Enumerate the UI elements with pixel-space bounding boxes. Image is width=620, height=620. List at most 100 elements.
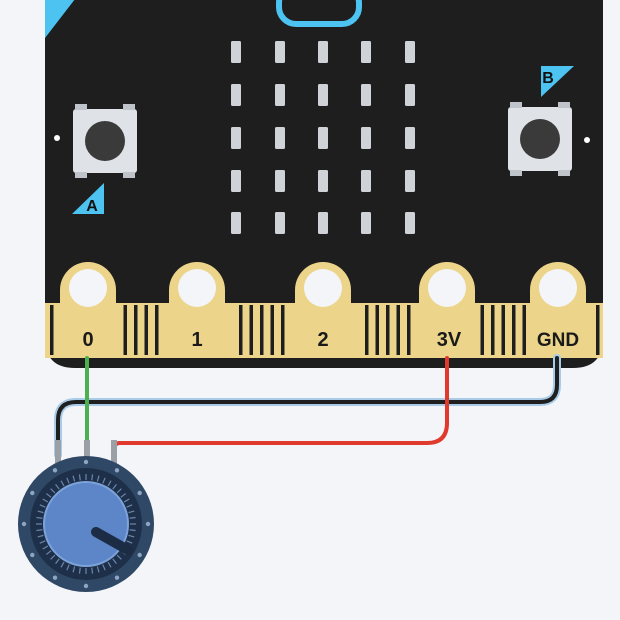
button-a-leg — [123, 172, 135, 178]
led — [275, 84, 285, 106]
potentiometer-tick — [126, 504, 133, 508]
potentiometer-tick — [129, 529, 136, 532]
potentiometer-tick — [50, 554, 56, 560]
potentiometer-tick — [120, 493, 127, 498]
pin-3v[interactable]: 3V — [419, 262, 475, 358]
edge-hole — [584, 137, 590, 143]
edge-finger-gap — [501, 305, 505, 355]
potentiometer-tick — [116, 488, 122, 494]
button-b[interactable] — [508, 102, 572, 176]
potentiometer-notches — [21, 459, 151, 589]
edge-hole — [54, 135, 60, 141]
button-a[interactable] — [73, 104, 137, 178]
potentiometer-tick — [60, 480, 65, 487]
logo-touch-icon[interactable] — [276, 0, 362, 27]
led — [318, 212, 328, 234]
edge-finger-gap — [144, 305, 148, 355]
potentiometer-tick — [60, 561, 65, 568]
potentiometer-tick — [96, 566, 100, 573]
led — [275, 212, 285, 234]
ground-wire-outline — [54, 354, 561, 459]
led — [361, 41, 371, 63]
potentiometer-notch — [30, 490, 35, 496]
potentiometer-tick — [66, 477, 70, 484]
led — [231, 127, 241, 149]
ground-wire[interactable] — [56, 356, 559, 457]
led — [275, 127, 285, 149]
potentiometer-tick — [66, 564, 70, 571]
potentiometer-tick — [42, 545, 49, 550]
potentiometer-wiper — [84, 440, 90, 466]
led — [231, 41, 241, 63]
pin-1-label: 1 — [191, 329, 202, 351]
led — [231, 84, 241, 106]
edge-finger-gap — [396, 305, 400, 355]
edge-finger-gap — [123, 305, 127, 355]
potentiometer-tick — [50, 488, 56, 494]
button-b-leg — [558, 102, 570, 108]
potentiometer-notch — [137, 552, 142, 558]
potentiometer-tick — [78, 474, 81, 481]
led — [231, 212, 241, 234]
potentiometer-tick — [42, 498, 49, 503]
edge-finger-gap — [480, 305, 484, 355]
edge-finger-gap — [365, 305, 369, 355]
potentiometer-tick — [91, 474, 94, 481]
button-a-leg — [123, 104, 135, 110]
pin-0[interactable]: 0 — [60, 262, 116, 358]
potentiometer-tick — [37, 510, 44, 514]
led — [361, 170, 371, 192]
pin-gnd-hole — [539, 269, 577, 307]
pin-3v-hole — [428, 269, 466, 307]
potentiometer-tick — [96, 475, 100, 482]
potentiometer-tick — [45, 493, 52, 498]
potentiometer-knob-highlight — [43, 481, 129, 567]
pin-0-hole — [69, 269, 107, 307]
potentiometer-tick — [36, 516, 43, 519]
corner-accent — [45, 0, 75, 38]
potentiometer-pointer — [91, 527, 133, 555]
led — [361, 212, 371, 234]
led — [318, 41, 328, 63]
power-wire[interactable] — [112, 356, 449, 457]
potentiometer-tick — [45, 550, 52, 555]
led — [275, 170, 285, 192]
button-a-leg — [75, 172, 87, 178]
potentiometer-knob[interactable] — [44, 482, 128, 566]
wires — [54, 354, 561, 466]
potentiometer-notch — [30, 552, 35, 558]
led — [361, 84, 371, 106]
potentiometer-tick — [37, 534, 44, 538]
potentiometer-tick — [112, 483, 117, 490]
potentiometer-tick — [107, 480, 112, 487]
microbit-board[interactable]: A B 0 1 — [45, 0, 603, 368]
potentiometer-notch — [83, 459, 89, 465]
led — [405, 127, 415, 149]
potentiometer-icon[interactable] — [18, 456, 154, 592]
potentiometer-tick — [123, 498, 130, 503]
potentiometer-tick — [39, 504, 46, 508]
potentiometer-tick — [91, 567, 94, 574]
pin-1-hole — [178, 269, 216, 307]
button-b-cap — [520, 119, 560, 159]
button-a-cap — [85, 121, 125, 161]
pin-gnd[interactable]: GND — [530, 262, 586, 358]
button-b-leg — [558, 170, 570, 176]
potentiometer-notch — [52, 468, 58, 473]
pin-1[interactable]: 1 — [169, 262, 225, 358]
pin-2-label: 2 — [317, 329, 328, 351]
potentiometer-tick — [112, 558, 117, 565]
led — [318, 84, 328, 106]
potentiometer-terminal-left — [55, 440, 61, 466]
led — [405, 170, 415, 192]
led — [318, 170, 328, 192]
edge-finger-gap — [386, 305, 390, 355]
potentiometer-tick — [39, 540, 46, 544]
led — [361, 127, 371, 149]
edge-finger-gap — [270, 305, 274, 355]
potentiometer-notch — [52, 575, 58, 580]
potentiometer-terminal-right — [111, 440, 117, 466]
pin-2-hole — [304, 269, 342, 307]
led — [231, 170, 241, 192]
pin-2[interactable]: 2 — [295, 262, 351, 358]
